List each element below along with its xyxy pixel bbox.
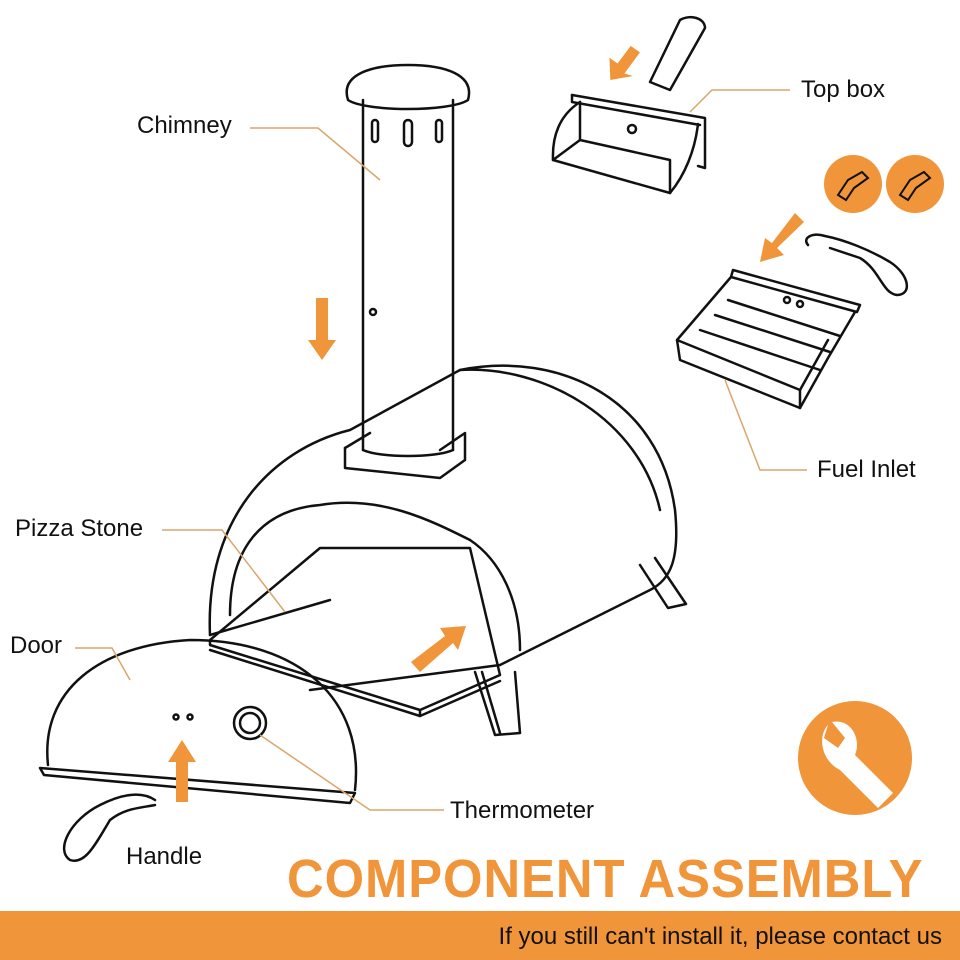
label-chimney: Chimney xyxy=(137,112,232,139)
label-thermometer: Thermometer xyxy=(450,797,595,824)
label-top-box: Top box xyxy=(801,76,886,103)
door-handle xyxy=(62,793,157,863)
top-box xyxy=(551,16,707,195)
footer-bar: If you still can't install it, please co… xyxy=(0,911,960,960)
footer-text: If you still can't install it, please co… xyxy=(498,923,942,950)
leader-lines xyxy=(75,89,807,811)
label-pizza-stone: Pizza Stone xyxy=(15,515,144,542)
page-title: COMPONENT ASSEMBLY xyxy=(287,849,924,909)
door xyxy=(38,638,358,805)
wrench-icon xyxy=(798,701,912,815)
chimney xyxy=(343,63,471,480)
label-handle: Handle xyxy=(126,843,203,870)
oven-body xyxy=(208,364,688,737)
bracket-icon xyxy=(824,155,944,213)
label-fuel-inlet: Fuel Inlet xyxy=(817,456,916,483)
label-door: Door xyxy=(10,632,63,659)
fuel-inlet-basket xyxy=(675,233,908,410)
arrow-icon xyxy=(168,45,804,802)
pizza-stone xyxy=(208,546,502,718)
